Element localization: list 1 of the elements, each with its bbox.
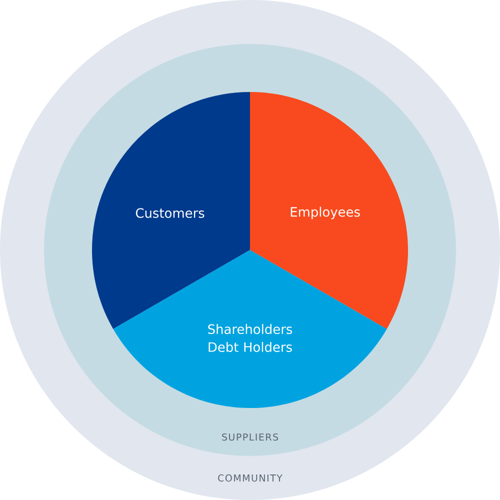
pie-slice: Shareholders Debt Holders	[113, 250, 387, 408]
